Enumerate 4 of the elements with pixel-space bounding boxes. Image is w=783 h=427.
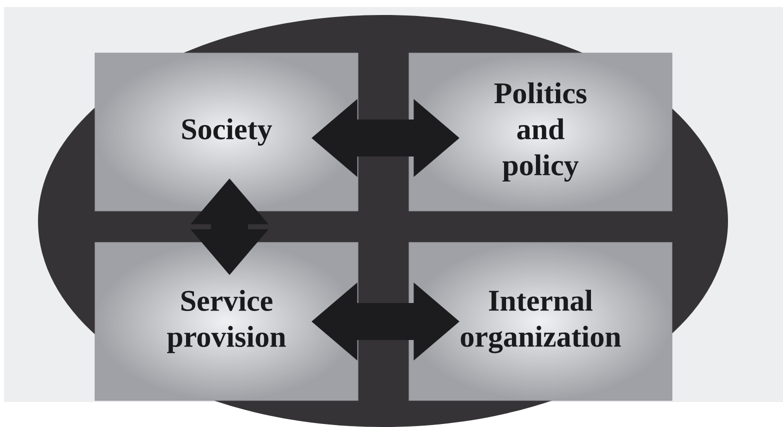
quadrant-box: Society (94, 52, 358, 212)
quadrant-box: Internal organization (408, 242, 672, 401)
quadrant-box: Politics and policy (408, 52, 672, 212)
quadrant-box: Service provision (94, 242, 358, 401)
